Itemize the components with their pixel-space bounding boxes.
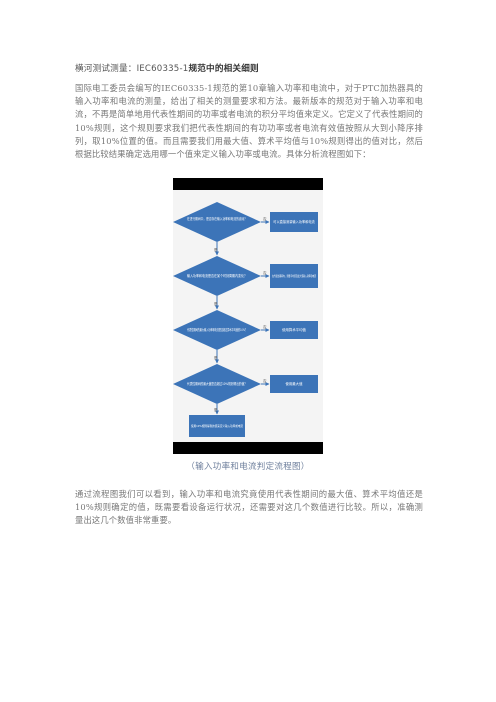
- title-prefix: 横河测试测量：: [75, 64, 137, 74]
- decision-2-yes-label: 是: [214, 301, 218, 306]
- decision-2-text: 输入功率和电流是否在某个时刻周期内变化？: [187, 273, 247, 278]
- decision-1-text: 在进行期间中，是否存在输入功率和电流的波动？: [187, 216, 247, 221]
- outcome-1-text: 可以直接测量输入功率和电流: [273, 219, 315, 224]
- decision-1-diamond: [173, 202, 261, 242]
- decision-4-yes-label: 是: [214, 407, 218, 412]
- decision-1-no-label: 否: [263, 217, 267, 221]
- decision-4-text: 代表性期间的最大值是否超过10%规则得出的值？: [187, 381, 247, 386]
- figure-top-bar: [173, 178, 323, 190]
- decision-4-no-label: 否: [263, 379, 267, 383]
- conclusion-paragraph: 通过流程图我们可以看到，输入功率和电流究竟使用代表性期间的最大值、算术平均值还是…: [75, 489, 423, 526]
- final-text: 使用10%规则得到的值来定义输入功率或电流: [191, 423, 243, 428]
- outcome-2-box: [270, 264, 318, 288]
- flowchart-figure: 在进行期间中，是否存在输入功率和电流的波动？ 否 可以直接测量输入功率和电流 是…: [173, 178, 323, 454]
- decision-3-diamond: [173, 310, 261, 350]
- outcome-3-text: 使用算术平均值: [282, 327, 306, 332]
- decision-3-yes-label: 是: [214, 355, 218, 360]
- final-box: [189, 415, 245, 437]
- decision-2-diamond: [173, 256, 261, 296]
- outcome-1-box: [270, 212, 318, 232]
- flowchart-svg: 在进行期间中，是否存在输入功率和电流的波动？ 否 可以直接测量输入功率和电流 是…: [173, 202, 318, 437]
- intro-paragraph: 国际电工委员会编写的IEC60335-1规范的第10章输入功率和电流中，对于PT…: [75, 83, 423, 160]
- outcome-4-box: [270, 375, 318, 393]
- title-suffix: 规范中的相关细则: [188, 64, 259, 74]
- decision-1-yes-label: 是: [214, 247, 218, 252]
- outcome-4-text: 使用最大值: [286, 381, 304, 386]
- figure-bottom-bar: [173, 442, 323, 454]
- outcome-2-text: 在代表性期间内，测量平均值及最大值输入功率和电流: [272, 273, 316, 278]
- decision-3-no-label: 否: [263, 325, 267, 329]
- figure-caption: （输入功率和电流判定流程图）: [186, 462, 310, 472]
- page-title: 横河测试测量：IEC60335-1规范中的相关细则: [75, 62, 435, 74]
- decision-4-diamond: [173, 364, 261, 404]
- decision-2-no-label: 否: [263, 271, 267, 275]
- decision-3-text: 代表性期间的最大输入功率和电流是否超过算术平均值的10%？: [187, 327, 247, 332]
- outcome-3-box: [270, 321, 318, 339]
- title-standard: IEC60335-1: [136, 64, 189, 74]
